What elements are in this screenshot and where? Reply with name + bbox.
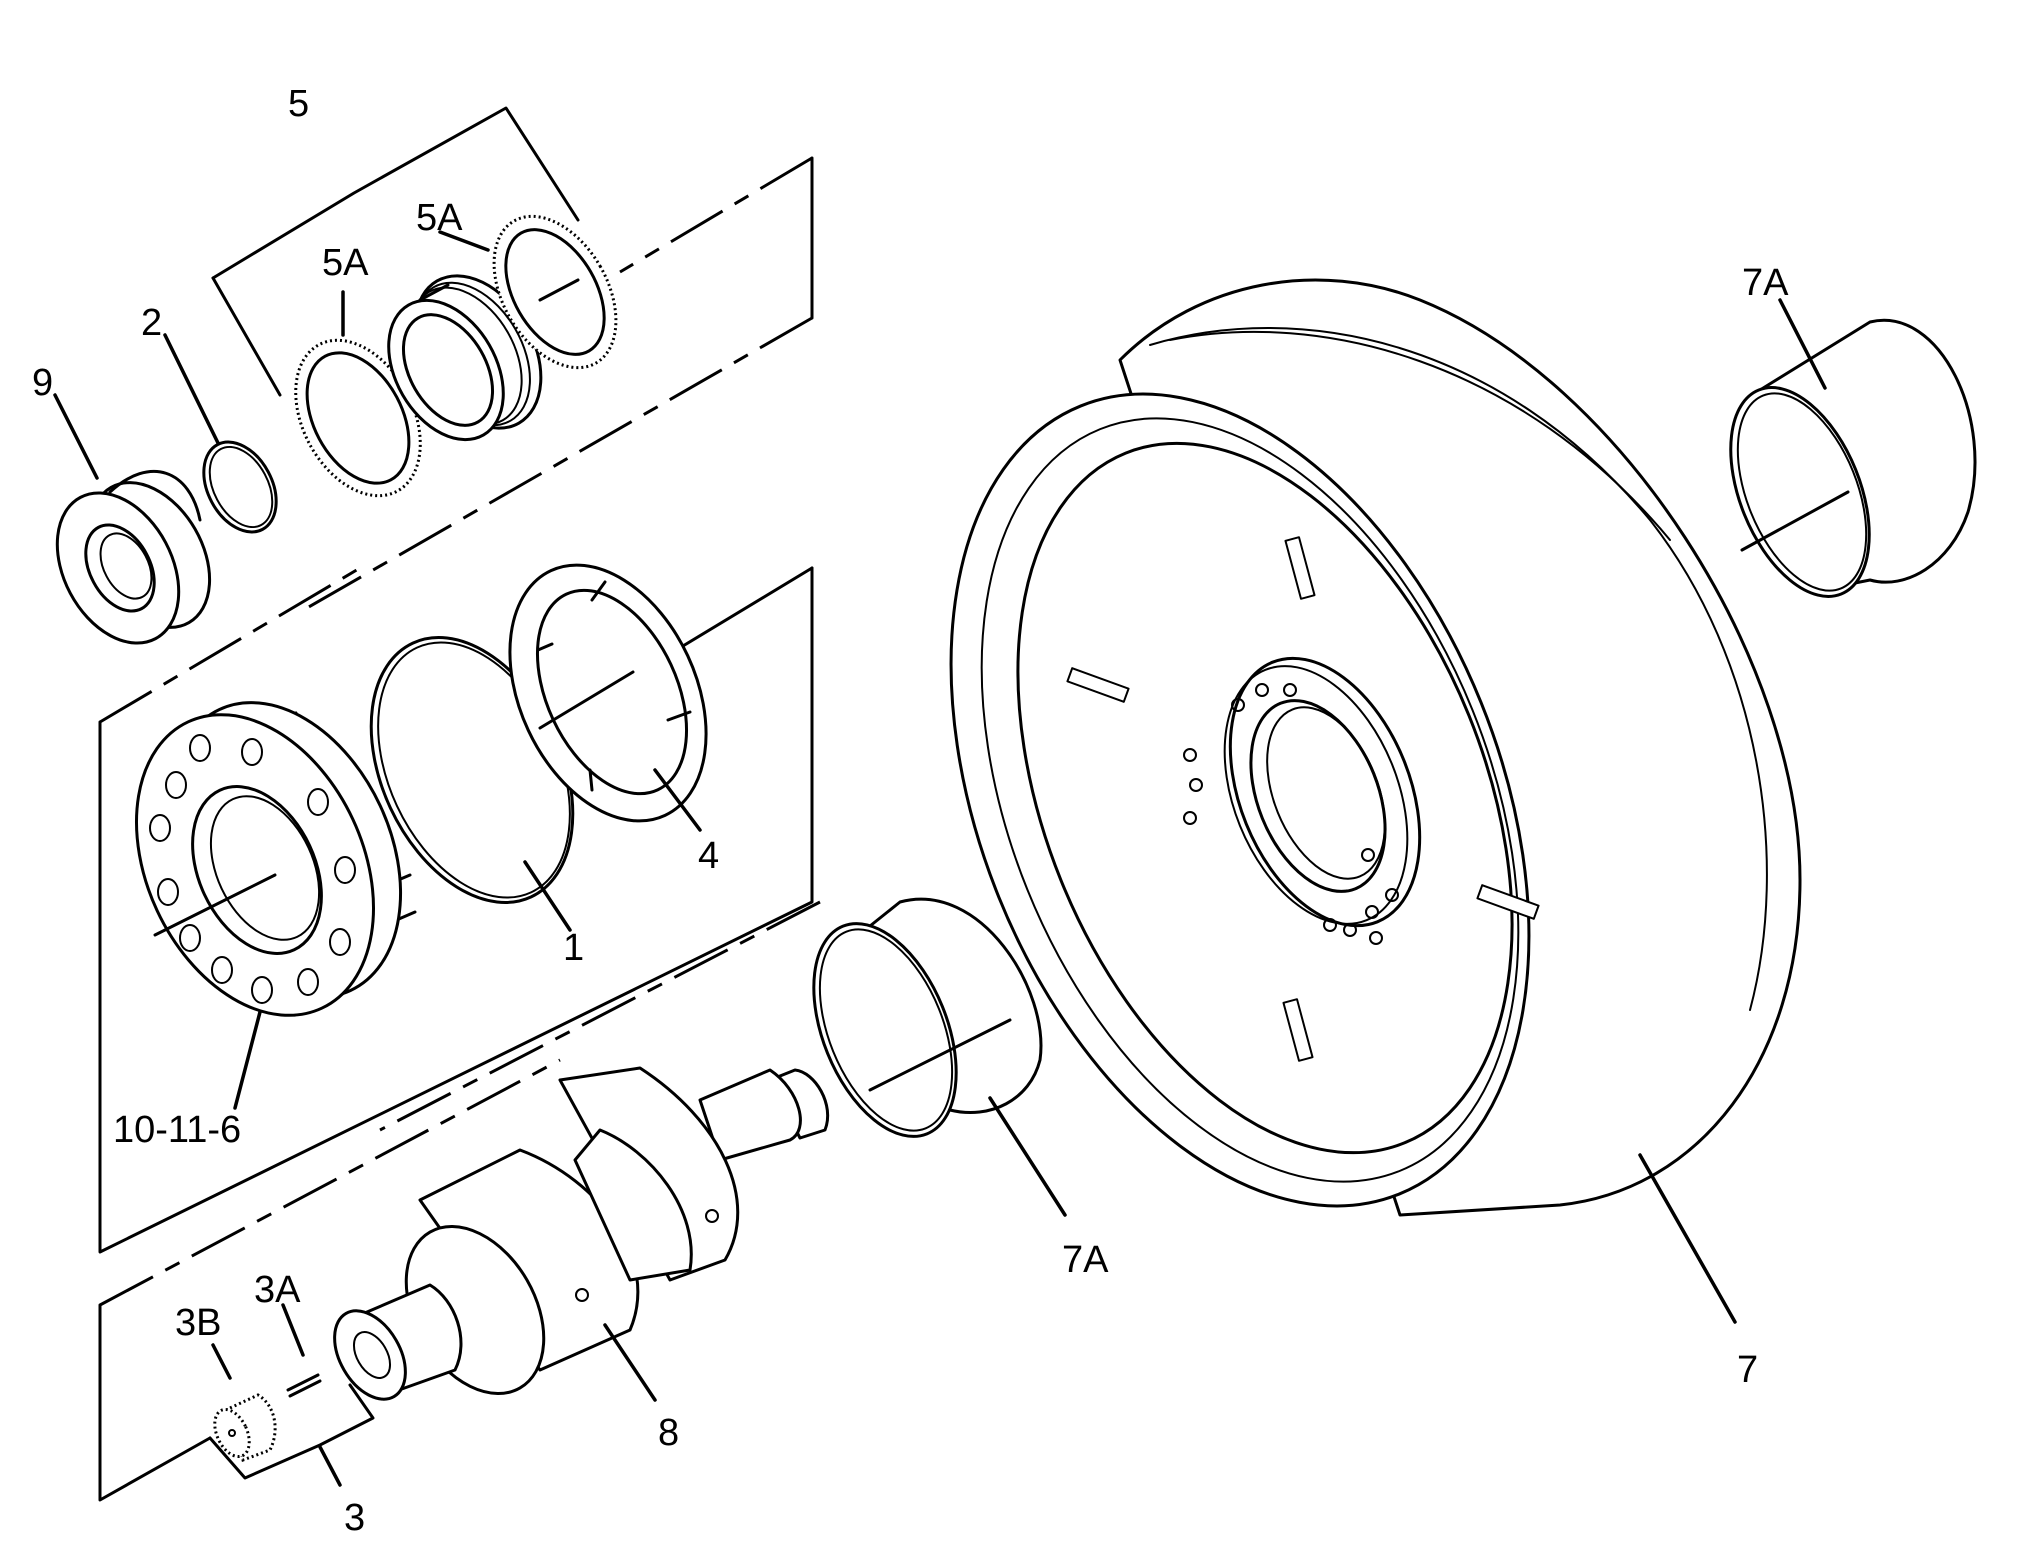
callout-3a: 3A (254, 1269, 301, 1311)
callout-7a-lower: 7A (1062, 1239, 1109, 1281)
callout-2: 2 (141, 302, 162, 344)
part-2-o-ring (202, 440, 278, 534)
callout-5a-left: 5A (322, 242, 369, 284)
leader-lines (53, 230, 1827, 1487)
callout-3: 3 (344, 1497, 365, 1539)
part-9-seal-housing (55, 469, 212, 645)
part-7a-bushing-lower (812, 897, 1043, 1138)
callout-5: 5 (288, 83, 309, 125)
group-bracket-bottom (98, 900, 821, 1502)
callout-labels: 5 5A 5A 2 9 7A 4 1 10-11-6 7A 7 3A 3B 8 … (32, 83, 1789, 1539)
part-8-shaft (333, 1066, 830, 1401)
callout-4: 4 (698, 835, 719, 877)
part-4-thrust-washer (508, 563, 708, 823)
callout-10-11-6: 10-11-6 (113, 1109, 241, 1151)
part-7a-bushing-right (1729, 318, 1977, 598)
part-3b-plug (213, 1393, 277, 1462)
group-bracket-top (211, 106, 814, 614)
callout-9: 9 (32, 362, 53, 404)
callout-1: 1 (563, 927, 584, 969)
callout-3b: 3B (175, 1302, 221, 1344)
group-bracket-middle (98, 566, 814, 1254)
part-10-11-6-flange-retainer (135, 701, 417, 1017)
part-5a-seal-ring-top (492, 214, 618, 370)
part-7-idler-wheel (949, 278, 1802, 1217)
part-3a-pin (286, 1373, 322, 1398)
callout-8: 8 (658, 1412, 679, 1454)
callout-7: 7 (1737, 1349, 1758, 1391)
callout-7a-right: 7A (1742, 262, 1789, 304)
callout-5a-top: 5A (416, 197, 463, 239)
